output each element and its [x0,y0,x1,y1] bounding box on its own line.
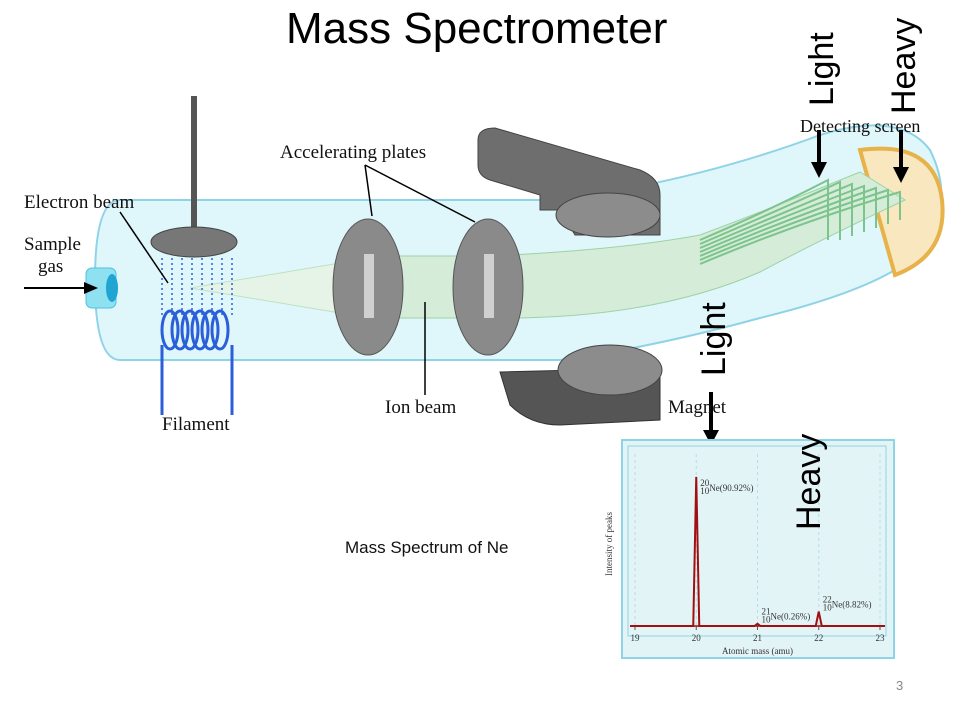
spectrum-peak-atomic-number: 10 [700,486,710,496]
spectrum-caption: Mass Spectrum of Ne [345,538,509,557]
spectrum-peak-label: Ne(90.92%) [709,483,753,493]
spectrum-peak-atomic-number: 10 [762,615,772,625]
spectrum-x-tick-label: 21 [753,633,762,643]
page-title: Mass Spectrometer [286,4,668,53]
heavy-annotation-top: Heavy [885,17,923,114]
ion-beam-lines [699,178,901,265]
magnet-bottom [499,344,663,426]
electron-gun-plate [150,226,238,258]
spectrum-x-tick-label: 23 [876,633,886,643]
magnet-top [477,127,661,238]
spectrum-x-tick-label: 20 [692,633,702,643]
sample-inlet-opening [106,274,118,302]
filament-coil [160,309,234,415]
electron-beam-label: Electron beam [24,192,135,213]
electron-gun-rod [191,96,197,236]
light-arrow-top [811,130,827,178]
sample-gas-label-line1: Sample [24,234,81,255]
accelerating-plates-label: Accelerating plates [280,142,427,163]
accelerating-plate-2 [452,218,524,356]
light-annotation-spectrum: Light [695,302,733,376]
detecting-screen-label: Detecting screen [800,116,921,136]
spectrum-peak-label: Ne(8.82%) [832,600,872,610]
spectrum-peak-mass: 22 [823,595,832,605]
spectrum-peak-mass: 21 [762,607,771,617]
sample-gas-arrow [24,282,98,294]
filament-label: Filament [162,414,230,435]
light-arrow-spectrum [703,392,719,445]
spectrum-peak-label: Ne(0.26%) [771,612,811,622]
spectrum-peak-mass: 20 [700,478,710,488]
spectrum-peak-atomic-number: 10 [823,603,833,613]
spectrum-y-axis-label: Intensity of peaks [604,512,614,576]
heavy-arrow-top [893,130,909,183]
ion-beam-curved [489,171,907,319]
magnet-label: Magnet [668,397,727,418]
accelerating-plate-1 [332,218,404,356]
page-number: 3 [896,678,904,693]
sample-gas-label-line2: gas [38,256,64,277]
heavy-annotation-spectrum: Heavy [790,433,828,530]
leader-lines [119,164,476,395]
spectrum-x-tick-label: 22 [814,633,823,643]
light-annotation-top: Light [803,32,841,106]
ion-beam-label: Ion beam [385,397,457,418]
spectrum-x-axis-label: Atomic mass (amu) [722,646,793,656]
spectrum-series-line [630,476,885,627]
spectrum-x-tick-label: 19 [631,633,641,643]
